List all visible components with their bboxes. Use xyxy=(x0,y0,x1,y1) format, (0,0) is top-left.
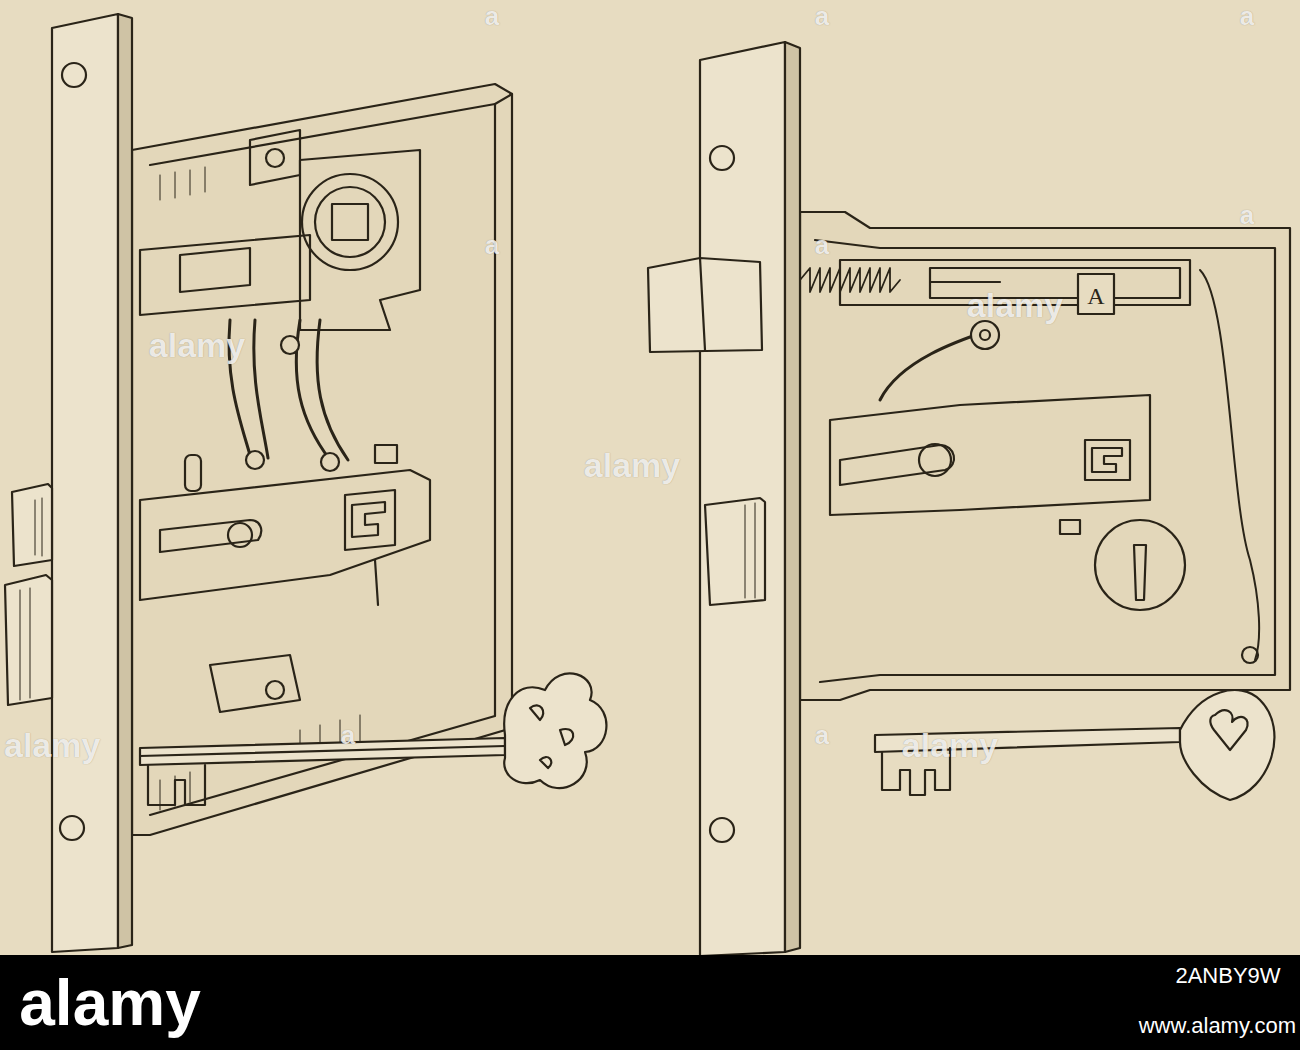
watermark: a xyxy=(1240,200,1254,230)
watermark: a xyxy=(815,232,829,258)
watermark: alamy xyxy=(902,728,998,762)
watermark: a xyxy=(341,722,355,748)
watermark: alamy xyxy=(967,288,1063,322)
watermark: a xyxy=(815,230,829,260)
site-url: www.alamy.com xyxy=(1139,1015,1296,1037)
watermark-logo: alamy xyxy=(19,971,200,1035)
image-id: 2ANBY9W xyxy=(1175,963,1280,988)
part-label: A xyxy=(1087,283,1104,309)
watermark: a xyxy=(815,722,829,748)
watermark: alamy xyxy=(902,726,998,764)
watermark: a xyxy=(485,232,499,258)
watermark: a xyxy=(485,3,499,29)
watermark: a xyxy=(815,1,829,31)
watermark: a xyxy=(1240,202,1254,228)
watermark: a xyxy=(815,720,829,750)
part-label: A xyxy=(1087,284,1104,308)
watermark: a xyxy=(485,230,499,260)
watermark: a xyxy=(1240,3,1254,29)
watermark: a xyxy=(485,1,499,31)
watermark: alamy xyxy=(584,448,680,482)
watermark: a xyxy=(1240,1,1254,31)
site-url: www.alamy.com xyxy=(1139,1013,1296,1038)
watermark: a xyxy=(341,720,355,750)
watermark: alamy xyxy=(4,728,100,762)
watermark: alamy xyxy=(149,326,245,364)
watermark: alamy xyxy=(149,328,245,362)
watermark: alamy xyxy=(967,286,1063,324)
image-id: 2ANBY9W xyxy=(1175,965,1280,987)
watermark: a xyxy=(815,3,829,29)
watermark: alamy xyxy=(4,726,100,764)
watermark: alamy xyxy=(584,446,680,484)
watermark-logo: alamy xyxy=(19,967,200,1039)
